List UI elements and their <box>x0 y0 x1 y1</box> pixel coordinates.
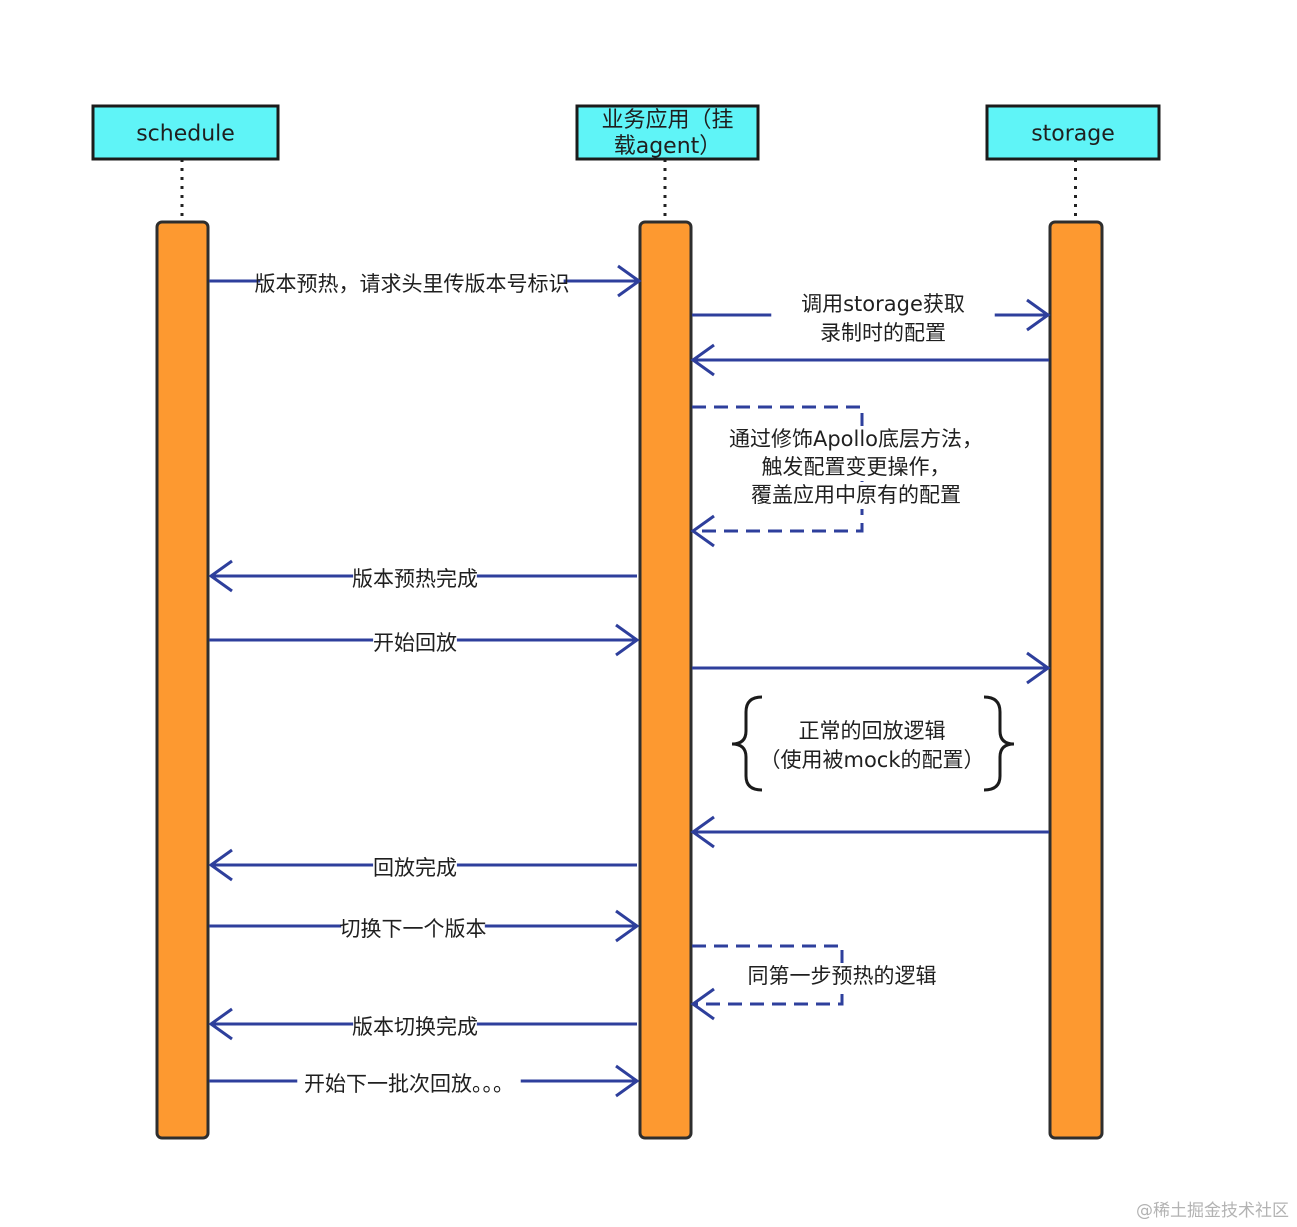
message-label: 通过修饰Apollo底层方法， <box>729 427 983 451</box>
label-background <box>704 426 1008 453</box>
note-normal-replay: 正常的回放逻辑 （使用被mock的配置） <box>731 695 1015 792</box>
message-m3 <box>690 343 1049 377</box>
message-m11: 同第一步预热的逻辑 <box>690 944 937 1021</box>
message-m4: 通过修饰Apollo底层方法， 触发配置变更操作， 覆盖应用中原有的配置 <box>690 405 1008 548</box>
arrowhead <box>208 1007 233 1041</box>
participant-label: storage <box>1031 122 1115 147</box>
participant-storage: storage <box>985 104 1161 161</box>
arrowhead <box>615 1064 640 1098</box>
label-background <box>754 482 958 509</box>
message-m10: 切换下一个版本 <box>209 909 640 943</box>
message-m1: 版本预热，请求头里传版本号标识 <box>209 264 642 298</box>
label-background <box>373 630 457 657</box>
arrowhead <box>1026 651 1051 685</box>
arrowhead <box>1026 298 1051 332</box>
arrowhead <box>690 343 715 377</box>
activation-bar-storage <box>1048 220 1104 1140</box>
label-background <box>373 855 457 882</box>
arrowhead <box>615 623 640 657</box>
activation-bar-app <box>638 220 693 1140</box>
participant-box <box>985 104 1161 161</box>
participant-label: 业务应用（挂 <box>601 108 733 133</box>
right-brace-icon <box>983 695 1015 792</box>
message-m9: 回放完成 <box>208 848 637 882</box>
message-label: 开始下一批次回放。。。 <box>304 1072 514 1096</box>
message-label: 同第一步预热的逻辑 <box>748 964 937 988</box>
label-background <box>353 1014 477 1041</box>
label-background <box>297 1071 521 1098</box>
arrowhead <box>615 909 640 943</box>
message-m6: 开始回放 <box>209 623 640 657</box>
message-label: 版本预热，请求头里传版本号标识 <box>255 272 570 296</box>
message-m12: 版本切换完成 <box>208 1007 637 1041</box>
message-label: 触发配置变更操作， <box>762 455 951 479</box>
message-label: 开始回放 <box>373 631 457 655</box>
participant-schedule: schedule <box>91 104 280 161</box>
message-label: 版本预热完成 <box>352 567 478 591</box>
message-m5: 版本预热完成 <box>208 559 637 593</box>
message-m7 <box>692 651 1051 685</box>
message-label: 调用storage获取 <box>801 292 965 316</box>
label-background <box>764 454 948 481</box>
arrowhead <box>690 514 715 548</box>
message-label: 覆盖应用中原有的配置 <box>751 483 961 507</box>
note-label: （使用被mock的配置） <box>759 748 984 772</box>
participant-box <box>575 104 760 161</box>
arrowhead <box>208 559 233 593</box>
message-m13: 开始下一批次回放。。。 <box>209 1064 640 1098</box>
label-background <box>821 320 945 347</box>
message-label: 版本切换完成 <box>352 1015 478 1039</box>
participant-label: schedule <box>136 122 235 147</box>
message-label: 切换下一个版本 <box>340 917 487 941</box>
label-background <box>750 963 934 990</box>
label-background <box>341 916 485 943</box>
label-background <box>771 291 995 318</box>
participant-box <box>91 104 280 161</box>
arrowhead <box>208 848 233 882</box>
arrowhead <box>617 264 642 298</box>
activation-bar-schedule <box>155 220 210 1140</box>
watermark: @稀土掘金技术社区 <box>1136 1201 1289 1221</box>
note-label: 正常的回放逻辑 <box>799 719 946 743</box>
participant-label: 载agent） <box>614 134 722 159</box>
message-label: 录制时的配置 <box>820 321 946 345</box>
label-background <box>260 271 564 298</box>
message-label: 回放完成 <box>373 856 457 880</box>
label-background <box>353 566 477 593</box>
message-m8 <box>690 815 1049 849</box>
arrowhead <box>690 815 715 849</box>
left-brace-icon <box>731 695 763 792</box>
arrowhead <box>690 987 715 1021</box>
